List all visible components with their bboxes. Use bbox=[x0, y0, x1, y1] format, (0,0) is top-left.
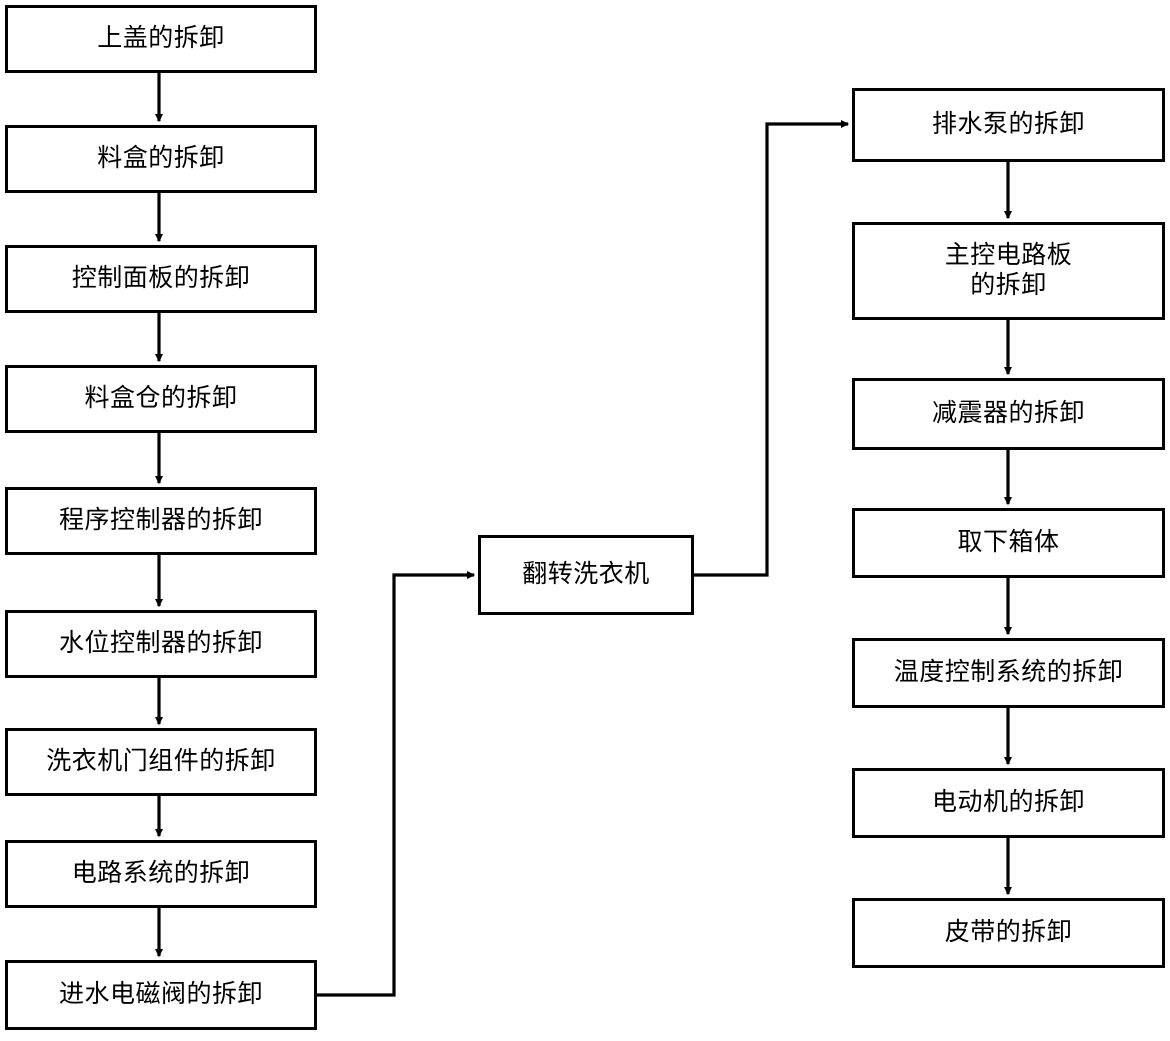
node-shock-absorber-removal[interactable]: 减震器的拆卸 bbox=[852, 378, 1165, 450]
node-label: 取下箱体 bbox=[957, 528, 1060, 556]
node-label: 皮带的拆卸 bbox=[944, 918, 1073, 946]
connector-M1-R1 bbox=[694, 119, 850, 577]
node-label: 进水电磁阀的拆卸 bbox=[58, 980, 263, 1008]
node-label: 温度控制系统的拆卸 bbox=[893, 658, 1124, 686]
node-control-panel-removal[interactable]: 控制面板的拆卸 bbox=[5, 245, 317, 313]
node-drain-pump-removal[interactable]: 排水泵的拆卸 bbox=[852, 88, 1165, 162]
node-remove-cabinet[interactable]: 取下箱体 bbox=[852, 508, 1165, 578]
node-label: 上盖的拆卸 bbox=[97, 24, 225, 52]
node-circuit-system-removal[interactable]: 电路系统的拆卸 bbox=[5, 840, 317, 908]
node-belt-removal[interactable]: 皮带的拆卸 bbox=[852, 898, 1165, 968]
node-label: 程序控制器的拆卸 bbox=[58, 506, 263, 534]
connector-L9-M1 bbox=[317, 570, 476, 997]
node-label: 料盒的拆卸 bbox=[97, 144, 225, 172]
node-dispenser-housing-removal[interactable]: 料盒仓的拆卸 bbox=[5, 365, 317, 433]
node-label: 控制面板的拆卸 bbox=[71, 264, 251, 292]
node-label: 电动机的拆卸 bbox=[931, 788, 1085, 816]
node-temperature-control-system-removal[interactable]: 温度控制系统的拆卸 bbox=[852, 638, 1165, 708]
node-flip-washing-machine[interactable]: 翻转洗衣机 bbox=[478, 535, 694, 615]
node-label: 洗衣机门组件的拆卸 bbox=[46, 747, 276, 775]
node-motor-removal[interactable]: 电动机的拆卸 bbox=[852, 768, 1165, 838]
node-door-assembly-removal[interactable]: 洗衣机门组件的拆卸 bbox=[5, 728, 317, 796]
node-dispenser-drawer-removal[interactable]: 料盒的拆卸 bbox=[5, 125, 317, 193]
node-label: 电路系统的拆卸 bbox=[71, 859, 251, 887]
node-label: 主控电路板 的拆卸 bbox=[944, 241, 1073, 300]
node-label: 翻转洗衣机 bbox=[522, 560, 650, 588]
node-water-level-controller-removal[interactable]: 水位控制器的拆卸 bbox=[5, 610, 317, 678]
node-label: 排水泵的拆卸 bbox=[931, 110, 1085, 138]
node-program-controller-removal[interactable]: 程序控制器的拆卸 bbox=[5, 487, 317, 555]
node-top-cover-removal[interactable]: 上盖的拆卸 bbox=[5, 5, 317, 73]
node-label: 料盒仓的拆卸 bbox=[84, 384, 238, 412]
node-label: 减震器的拆卸 bbox=[931, 399, 1085, 427]
node-inlet-solenoid-valve-removal[interactable]: 进水电磁阀的拆卸 bbox=[5, 960, 317, 1030]
node-label: 水位控制器的拆卸 bbox=[58, 629, 263, 657]
node-main-control-board-removal[interactable]: 主控电路板 的拆卸 bbox=[852, 222, 1165, 320]
